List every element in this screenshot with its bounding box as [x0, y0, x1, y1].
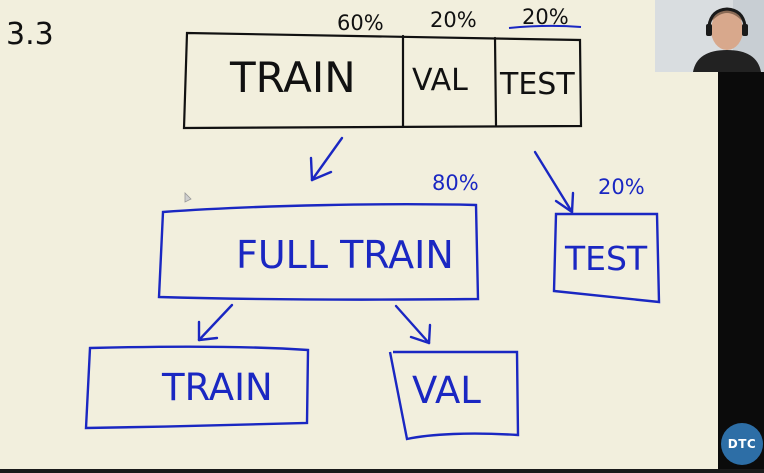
top-val-pct: 20% [430, 8, 477, 32]
top-train-pct: 60% [337, 11, 384, 35]
top-split-box [182, 31, 583, 130]
bottom-train-label: TRAIN [161, 366, 273, 409]
full-train-label: FULL TRAIN [236, 233, 454, 277]
arrow-to-bottom-val [394, 304, 432, 345]
arrow-to-test [533, 150, 575, 214]
top-val-label: VAL [412, 63, 468, 98]
middle-test-label: TEST [564, 239, 648, 278]
top-box-outline [182, 31, 583, 130]
pointer-cursor-icon [184, 192, 192, 203]
top-test-label: TEST [499, 67, 575, 102]
full-train-box [157, 203, 480, 301]
bottom-val-box [388, 350, 520, 441]
diagram-canvas: 3.3 TRAIN VAL TEST 60% 20% 20% [6, 5, 661, 441]
bottom-train-box [84, 345, 310, 430]
middle-test-pct: 20% [598, 175, 645, 199]
full-train-pct: 80% [432, 171, 479, 195]
side-bar [718, 72, 764, 469]
bottom-val-label: VAL [412, 369, 481, 412]
top-divider-2 [493, 36, 498, 127]
dtc-logo: DTC [721, 423, 763, 465]
presenter-avatar [655, 0, 764, 72]
arrow-to-full-train [309, 136, 344, 182]
whiteboard: 3.3 TRAIN VAL TEST 60% 20% 20% [0, 0, 718, 469]
webcam-thumbnail [655, 0, 764, 72]
test-pct-underline [508, 24, 582, 29]
middle-test-box [552, 212, 661, 304]
arrow-to-bottom-train [197, 303, 234, 342]
top-train-label: TRAIN [229, 53, 356, 102]
section-number: 3.3 [6, 17, 54, 52]
